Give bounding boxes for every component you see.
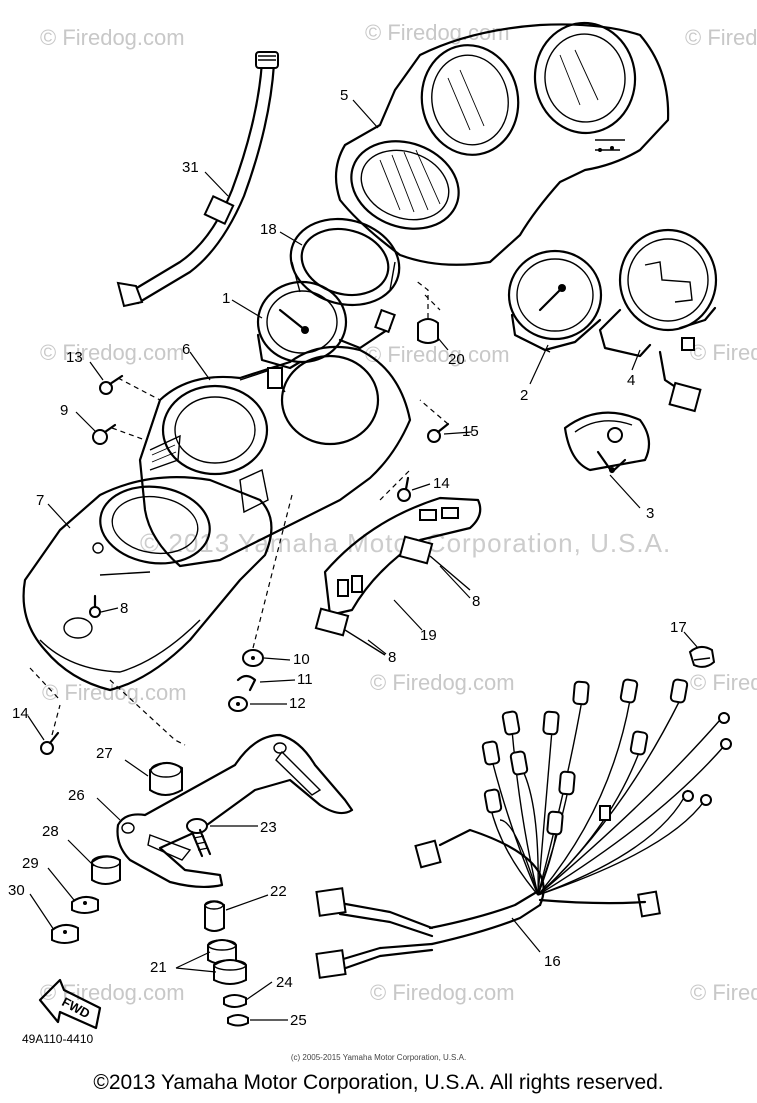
leader-lines (27, 99, 699, 1021)
callout-18: 18 (260, 221, 277, 238)
callout-14: 14 (433, 475, 450, 492)
part-4-gauge (598, 228, 718, 413)
watermark: © Firedog.com (370, 670, 515, 695)
callout-8: 8 (472, 593, 480, 610)
watermark: © Firedog.com (40, 25, 185, 50)
callout-31: 31 (182, 159, 199, 176)
callout-3: 3 (646, 505, 654, 522)
callout-7: 7 (36, 492, 44, 509)
callout-13: 13 (66, 349, 83, 366)
part-19-bracket (314, 496, 482, 656)
callout-12: 12 (289, 695, 306, 712)
grommets (228, 494, 293, 712)
watermark: © Firedog.com (690, 670, 757, 695)
callout-4: 4 (627, 372, 635, 389)
watermark: © Firedog.com (690, 980, 757, 1005)
callout-1: 1 (222, 290, 230, 307)
callout-30: 30 (8, 882, 25, 899)
collar-group (204, 900, 249, 1027)
callout-23: 23 (260, 819, 277, 836)
part-27-damper (149, 762, 183, 796)
assembly-lines (29, 294, 449, 746)
callout-11: 11 (297, 671, 313, 688)
part-6-housing (138, 345, 412, 568)
watermark: © Firedog.com (370, 980, 515, 1005)
callout-28: 28 (42, 823, 59, 840)
bushings (51, 855, 121, 944)
callout-16: 16 (544, 953, 561, 970)
part-20-cap (414, 279, 439, 344)
harness-branches (489, 699, 726, 896)
callout-9: 9 (60, 402, 68, 419)
watermark: © Firedog.com (40, 980, 185, 1005)
small-copyright: (c) 2005-2015 Yamaha Motor Corporation, … (290, 1053, 467, 1062)
callout-21: 21 (150, 959, 167, 976)
part-17-bulb (688, 646, 716, 668)
callout-8: 8 (388, 649, 396, 666)
footer-copyright: ©2013 Yamaha Motor Corporation, U.S.A. A… (93, 1071, 664, 1094)
callout-27: 27 (96, 745, 113, 762)
watermark: © Firedog.com (42, 680, 187, 705)
part-5-meter-cover (334, 21, 670, 266)
part-18-ring (289, 217, 401, 307)
watermark: © Firedog.com (685, 25, 757, 50)
callout-6: 6 (182, 341, 190, 358)
diagram-code: 49A110-4410 (22, 1032, 94, 1046)
callout-26: 26 (68, 787, 85, 804)
watermark: © Firedog.com (365, 342, 510, 367)
callout-14: 14 (12, 705, 29, 722)
callout-17: 17 (670, 619, 687, 636)
callout-labels: 31 5 18 1 20 2 4 3 13 6 9 15 7 14 8 8 8 … (8, 87, 687, 1029)
part-16-harness (315, 678, 732, 979)
callout-8: 8 (120, 600, 128, 617)
screws (40, 374, 450, 755)
part-23-bolt (186, 818, 212, 858)
callout-15: 15 (462, 423, 479, 440)
callout-10: 10 (293, 651, 310, 668)
part-2-tachometer (507, 249, 603, 353)
part-7-case (22, 476, 273, 692)
callout-5: 5 (340, 87, 348, 104)
part-31-cable (116, 51, 279, 308)
part-3-fuel-gauge (563, 411, 651, 474)
callout-24: 24 (276, 974, 293, 991)
callout-25: 25 (290, 1012, 307, 1029)
callout-22: 22 (270, 883, 287, 900)
watermark: © Firedog.com (40, 340, 185, 365)
part-1-speedometer (256, 280, 396, 370)
callout-20: 20 (448, 351, 465, 368)
callout-19: 19 (420, 627, 437, 644)
harness-sockets (481, 678, 732, 836)
callout-29: 29 (22, 855, 39, 872)
callout-2: 2 (520, 387, 528, 404)
watermark: © Firedog.com (690, 340, 757, 365)
part-26-stay (116, 733, 354, 889)
